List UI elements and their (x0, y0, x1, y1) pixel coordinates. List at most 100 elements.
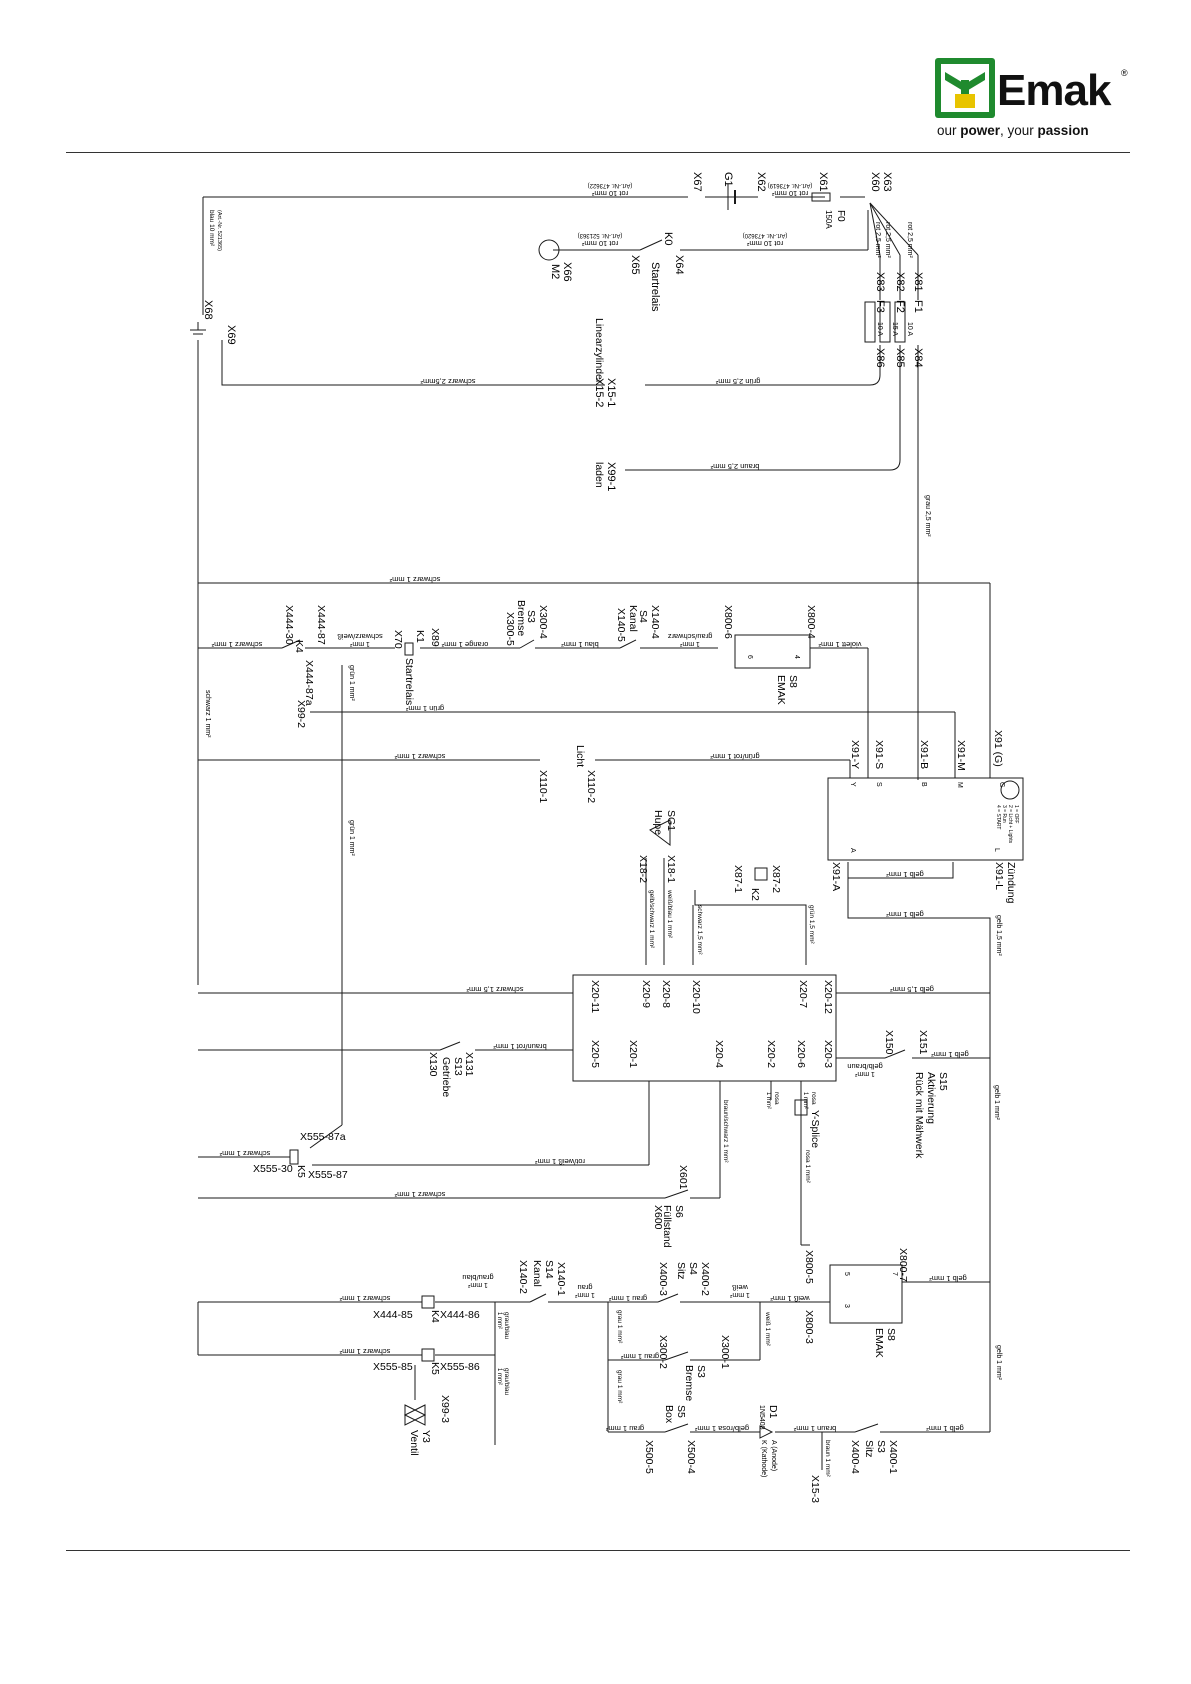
label-x15-2: X15-2 (593, 378, 605, 407)
wires (197, 196, 1024, 1470)
wire-gruenrot: grün/rot 1 mm² (710, 752, 760, 761)
wire-rosa1-size: 1 mm² (765, 1092, 771, 1109)
label-x800-4: X800-4 (805, 605, 817, 639)
wire-schwarz1-k4b: schwarz 1 mm² (339, 1294, 390, 1303)
label-x91-s: X91-S (873, 740, 885, 769)
label-x555-30: X555-30 (253, 1163, 293, 1175)
label-getriebe: Getriebe (440, 1057, 452, 1097)
relay-k4b-coil (421, 1295, 435, 1309)
label-s8-a: S8 (787, 675, 799, 688)
wire-gruen1-a: grün 1 mm² (405, 704, 444, 713)
wire-rot10-c: rot 10 mm² (581, 239, 618, 248)
sw-s: S (875, 782, 882, 787)
label-s3-a-name: Bremse (515, 600, 527, 636)
label-x91-a: X91-A (830, 862, 842, 891)
label-x64: X64 (673, 255, 685, 275)
label-x18-2: X18-2 (637, 855, 649, 883)
wire-schwarzweiss: schwarz/weiß (337, 632, 383, 641)
wire-rot25-b: rot 2,5 mm² (884, 222, 891, 258)
label-x84: X84 (912, 348, 924, 368)
relay-k1-coil (404, 642, 414, 656)
wire-grau25: grau 2,5 mm² (924, 495, 931, 537)
wire-graublau-a-size: 1 mm² (467, 1281, 488, 1288)
wire-violett: violett 1 mm² (818, 640, 861, 649)
pin-7: 7 (891, 1272, 898, 1276)
tagline: our power, your passion (937, 123, 1089, 138)
label-f1-rating: 10 A (906, 322, 913, 336)
label-linearzylinder: Linearzylinder (593, 318, 605, 384)
label-x63: X63 (881, 172, 893, 192)
wire-grau1-c: grau 1 mm² (616, 1310, 623, 1344)
fuse-f1 (894, 301, 906, 343)
wire-gelb1-right: gelb 1 mm² (995, 1345, 1002, 1381)
label-d1-cathode: K (Kathode) (760, 1440, 767, 1477)
label-laden: laden (593, 462, 605, 488)
label-x62: X62 (755, 172, 767, 192)
wire-grau1-a-size: 1 mm² (574, 1291, 595, 1298)
label-x444-86: X444-86 (440, 1309, 480, 1321)
wire-rot10-d: rot 10 mm² (746, 239, 783, 248)
label-x555-87: X555-87 (308, 1169, 348, 1181)
label-x91-y: X91-Y (849, 740, 861, 769)
sw-b: B (920, 782, 927, 787)
label-zuendung: Zündung (1005, 862, 1017, 904)
label-x99-2: X99-2 (295, 700, 307, 728)
label-sg1: SG1 (665, 810, 677, 831)
label-x91-m: X91-M (955, 740, 967, 771)
label-x20-1: X20-1 (627, 1040, 639, 1068)
ignition-key (1000, 780, 1020, 800)
label-f0: F0 (835, 210, 846, 222)
wire-rot10-a-art: (Art.-Nr. 473622) (588, 182, 633, 188)
label-x20-6: X20-6 (795, 1040, 807, 1068)
wire-graublau-c-size: 1 mm² (496, 1368, 502, 1385)
label-s5-name: Box (663, 1405, 675, 1424)
wire-gelbbraun: gelb/braun (847, 1062, 882, 1071)
label-s8-b-name: EMAK (873, 1328, 885, 1358)
label-x66: X66 (561, 262, 573, 282)
label-x300-4: X300-4 (537, 605, 549, 639)
label-x400-1: X400-1 (887, 1440, 899, 1474)
label-x130: X130 (427, 1052, 439, 1077)
motor-m2 (538, 239, 560, 261)
label-x81: X81 (912, 272, 924, 292)
label-k0-name: Startrelais (649, 262, 661, 312)
label-x20-10: X20-10 (690, 980, 702, 1014)
switch-s6-fill (664, 1189, 689, 1199)
sw-g: G (998, 782, 1005, 787)
emak-logo-mark (935, 58, 995, 118)
label-s4-b-name: Sitz (675, 1262, 687, 1280)
label-s3-a: S3 (525, 610, 537, 623)
label-x70: X70 (392, 630, 404, 649)
relay-k4-contact (281, 639, 301, 649)
label-x555-87a: X555-87a (300, 1131, 346, 1143)
fuse-f0 (811, 192, 831, 202)
label-k5b: K5 (429, 1362, 441, 1375)
switch-s4-channel (619, 639, 637, 649)
wire-blau10-art: (Art.-Nr. 521365) (216, 210, 222, 251)
label-d1: D1 (767, 1405, 779, 1419)
label-s8-a-name: EMAK (775, 675, 787, 705)
label-k4: K4 (293, 640, 305, 653)
switch-s3-brake-lower (664, 1351, 689, 1361)
label-m2: M2 (549, 264, 561, 279)
sw-m: M (956, 782, 963, 788)
label-k2: K2 (749, 888, 761, 901)
label-d1-type: 1N5408 (758, 1405, 765, 1430)
wire-braunrot: braun/rot 1 mm² (493, 1042, 547, 1051)
wire-weiss1-size: 1 mm² (729, 1291, 750, 1298)
label-x20-8: X20-8 (660, 980, 672, 1008)
label-x140-1: X140-1 (555, 1262, 567, 1296)
label-x82: X82 (894, 272, 906, 292)
diode-d1 (759, 1425, 774, 1439)
label-x800-3: X800-3 (803, 1310, 815, 1344)
label-f2-rating: 15 A (891, 322, 898, 336)
label-x300-5: X300-5 (504, 612, 516, 646)
label-x91-g: X91 (G) (992, 730, 1004, 767)
label-s14: S14 (543, 1260, 555, 1279)
switch-s4-seat (657, 1293, 679, 1303)
wire-blau10: blau 10 mm² (208, 210, 215, 247)
label-s4-a-name: Kanal (627, 605, 639, 632)
wire-rot25-a: rot 2,5 mm² (906, 222, 913, 258)
wire-schwarz1-k5b: schwarz 1 mm² (339, 1347, 390, 1356)
